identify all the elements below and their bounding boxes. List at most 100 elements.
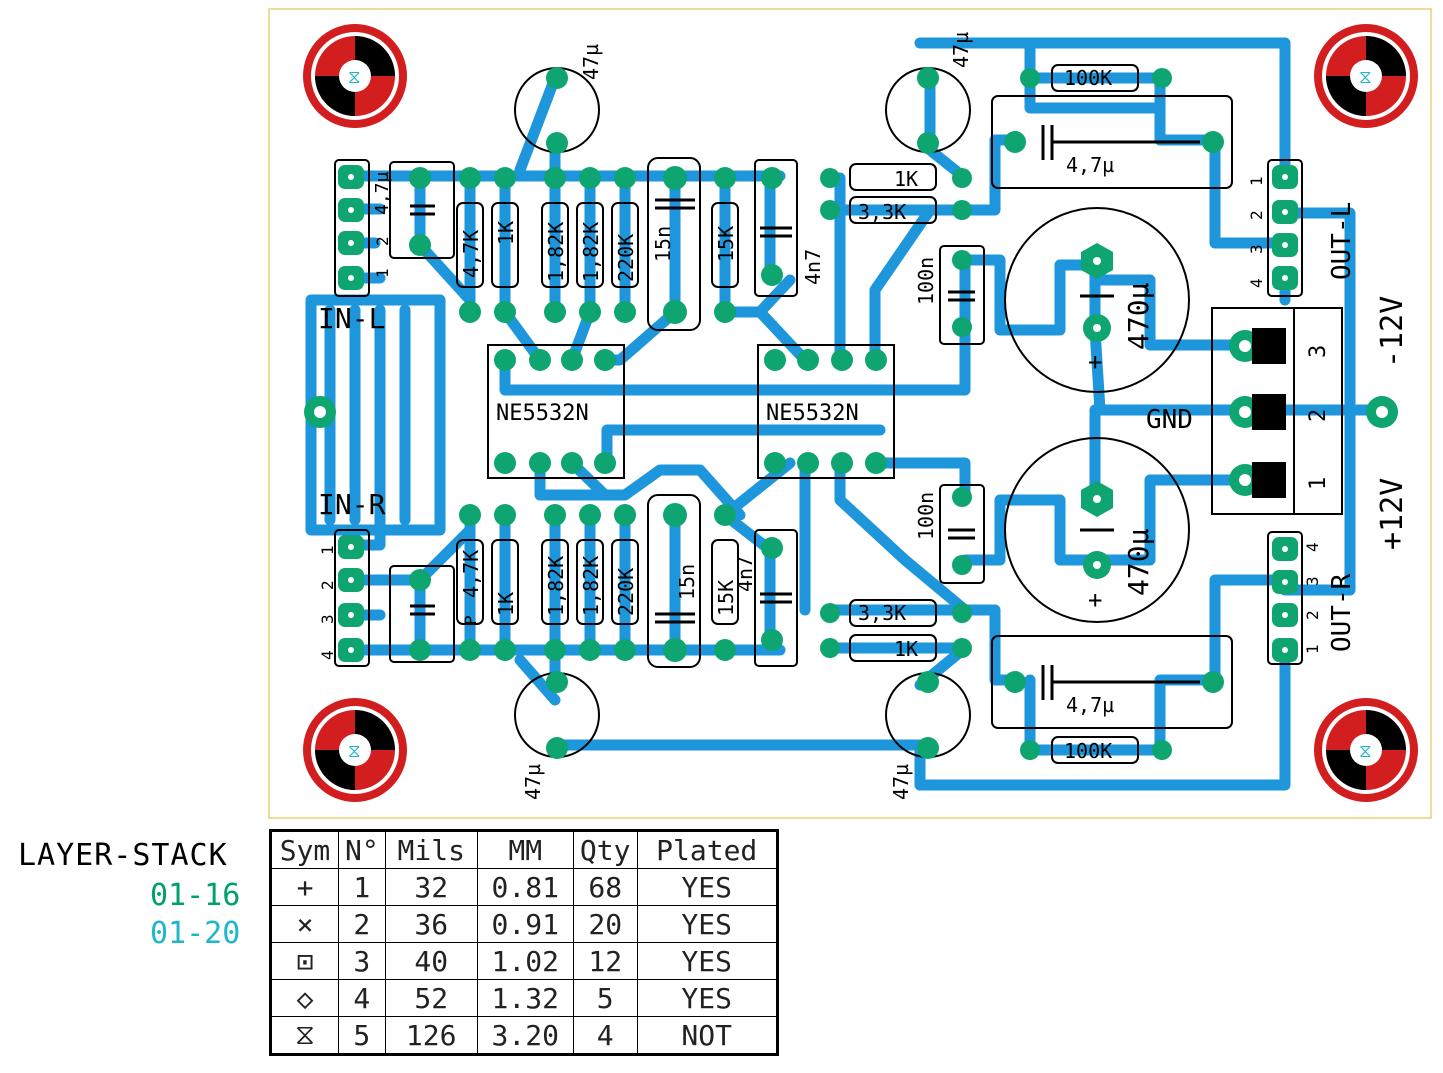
- res-top-2: 1K: [494, 221, 518, 245]
- res-top-5: 220K: [614, 234, 638, 282]
- cap-bot-4n7: 4n7: [733, 556, 757, 592]
- cell-mm: 1.02: [476, 942, 574, 980]
- pad-holes: [314, 174, 1388, 653]
- ic-u2-label: NE5532N: [766, 401, 859, 426]
- table-row: ⊡ 3 40 1.02 12 YES: [270, 942, 778, 980]
- hdr-br-1: 1: [1303, 644, 1322, 654]
- cell-qty: 68: [572, 868, 638, 906]
- hdr-bl-3: 3: [318, 614, 337, 624]
- ic-u1-label: NE5532N: [496, 401, 589, 426]
- cap-bot-15n: 15n: [675, 564, 699, 600]
- res-bot-1: 4,7K: [459, 550, 483, 598]
- layer-stack-title: LAYER-STACK: [18, 838, 228, 873]
- cell-plated: YES: [636, 942, 778, 980]
- res-r-100k-top: 100K: [1064, 66, 1112, 90]
- cell-sym: +: [270, 868, 339, 906]
- p-label: P: [461, 615, 480, 625]
- res-r-1k-top: 1K: [894, 167, 918, 191]
- mounting-holes: ⧖ ⧖ ⧖ ⧖: [303, 24, 1418, 802]
- cell-sym: ⊡: [270, 942, 339, 980]
- cell-n: 2: [338, 905, 386, 943]
- res-bot-6: 15K: [714, 580, 738, 616]
- out-r-label: OUT-R: [1327, 573, 1357, 652]
- svg-text:⧖: ⧖: [1359, 741, 1372, 762]
- hdr-br-3: 3: [1303, 576, 1322, 586]
- res-r-3k3-top: 3,3K: [858, 200, 906, 224]
- cell-sym: ⧖: [270, 1016, 339, 1055]
- hdr-tr-3: 3: [1247, 244, 1266, 254]
- hdr-bl-4: 4: [318, 650, 337, 660]
- cell-qty: 5: [572, 979, 638, 1017]
- res-top-1: 4,7K: [459, 230, 483, 278]
- table-row: + 1 32 0.81 68 YES: [270, 868, 778, 906]
- cap-symbols: [410, 125, 1200, 700]
- cell-qty: 12: [572, 942, 638, 980]
- cap-100n-bot: 100n: [914, 492, 938, 540]
- svg-text:⧖: ⧖: [348, 67, 361, 88]
- hdr-bl-1: 1: [318, 545, 337, 555]
- svg-text:⧖: ⧖: [1359, 67, 1372, 88]
- cap-top-15n: 15n: [651, 226, 675, 262]
- table-row: ⧖ 5 126 3.20 4 NOT: [270, 1016, 778, 1055]
- small-cap-label: 4,7µ: [372, 171, 393, 215]
- cell-qty: 20: [572, 905, 638, 943]
- drill-header-row: Sym N° Mils MM Qty Plated: [270, 830, 778, 869]
- drill-table: Sym N° Mils MM Qty Plated + 1 32 0.81 68…: [269, 829, 779, 1056]
- res-r-1k-bot: 1K: [894, 637, 918, 661]
- res-top-6: 15K: [714, 226, 738, 262]
- elec-1-label: 47µ: [579, 44, 603, 80]
- terminal-screws: [1252, 328, 1286, 498]
- terminal-2-label: 2: [1306, 409, 1331, 422]
- layer-stack-b: 01-20: [150, 916, 241, 951]
- hdr-tl-2: 2: [373, 236, 392, 246]
- res-bot-4: 1,82K: [579, 556, 603, 616]
- board-outline: [268, 8, 1432, 819]
- res-bot-5: 220K: [614, 568, 638, 616]
- col-n: N°: [338, 830, 386, 869]
- cell-n: 4: [338, 979, 386, 1017]
- cell-plated: YES: [636, 868, 778, 906]
- in-l-label: IN-L: [318, 302, 385, 335]
- res-bot-3: 1,82K: [544, 556, 568, 616]
- cell-plated: YES: [636, 979, 778, 1017]
- pos-12v-label: +12V: [1375, 478, 1410, 550]
- table-row: ◇ 4 52 1.32 5 YES: [270, 979, 778, 1017]
- cell-plated: NOT: [636, 1016, 778, 1055]
- big-cap-bot-label: 470µ: [1122, 528, 1155, 596]
- gnd-label: GND: [1146, 405, 1193, 435]
- hdr-br-4: 4: [1303, 542, 1322, 552]
- col-mils: Mils: [384, 830, 478, 869]
- cell-mm: 0.81: [476, 868, 574, 906]
- hdr-tr-4: 4: [1247, 278, 1266, 288]
- cap-top-4n7: 4n7: [801, 249, 825, 285]
- cell-mm: 0.91: [476, 905, 574, 943]
- layer-stack-a: 01-16: [150, 878, 241, 913]
- svg-text:⧖: ⧖: [348, 741, 361, 762]
- cell-qty: 4: [572, 1016, 638, 1055]
- cell-sym: ◇: [270, 979, 339, 1017]
- hdr-bl-2: 2: [318, 580, 337, 590]
- cell-n: 3: [338, 942, 386, 980]
- elec-4-label: 47µ: [889, 764, 913, 800]
- col-sym: Sym: [270, 830, 339, 869]
- pcb-layout: ⧖ ⧖ ⧖ ⧖ NE5532N NE5532N 4,7K 1K 1,82K 1,…: [268, 8, 1432, 819]
- res-bot-2: 1K: [494, 592, 518, 616]
- in-r-label: IN-R: [318, 488, 386, 521]
- cell-n: 5: [338, 1016, 386, 1055]
- hdr-br-2: 2: [1303, 610, 1322, 620]
- cell-mm: 3.20: [476, 1016, 574, 1055]
- big-cap-top-plus: +: [1088, 348, 1102, 376]
- cell-mils: 32: [384, 868, 478, 906]
- big-cap-top-label: 470µ: [1122, 282, 1155, 350]
- cell-n: 1: [338, 868, 386, 906]
- connector-labels: IN-L IN-R OUT-L OUT-R GND -12V +12V 3 2 …: [318, 176, 1410, 660]
- film-cap-top: 4,7µ: [1066, 153, 1114, 177]
- cap-100n-top: 100n: [914, 257, 938, 305]
- res-top-4: 1,82K: [579, 222, 603, 282]
- table-row: × 2 36 0.91 20 YES: [270, 905, 778, 943]
- terminal-1-label: 1: [1306, 477, 1331, 490]
- cell-mils: 36: [384, 905, 478, 943]
- big-cap-bot-plus: +: [1088, 586, 1102, 614]
- col-plated: Plated: [636, 830, 778, 869]
- hdr-tr-1: 1: [1247, 176, 1266, 186]
